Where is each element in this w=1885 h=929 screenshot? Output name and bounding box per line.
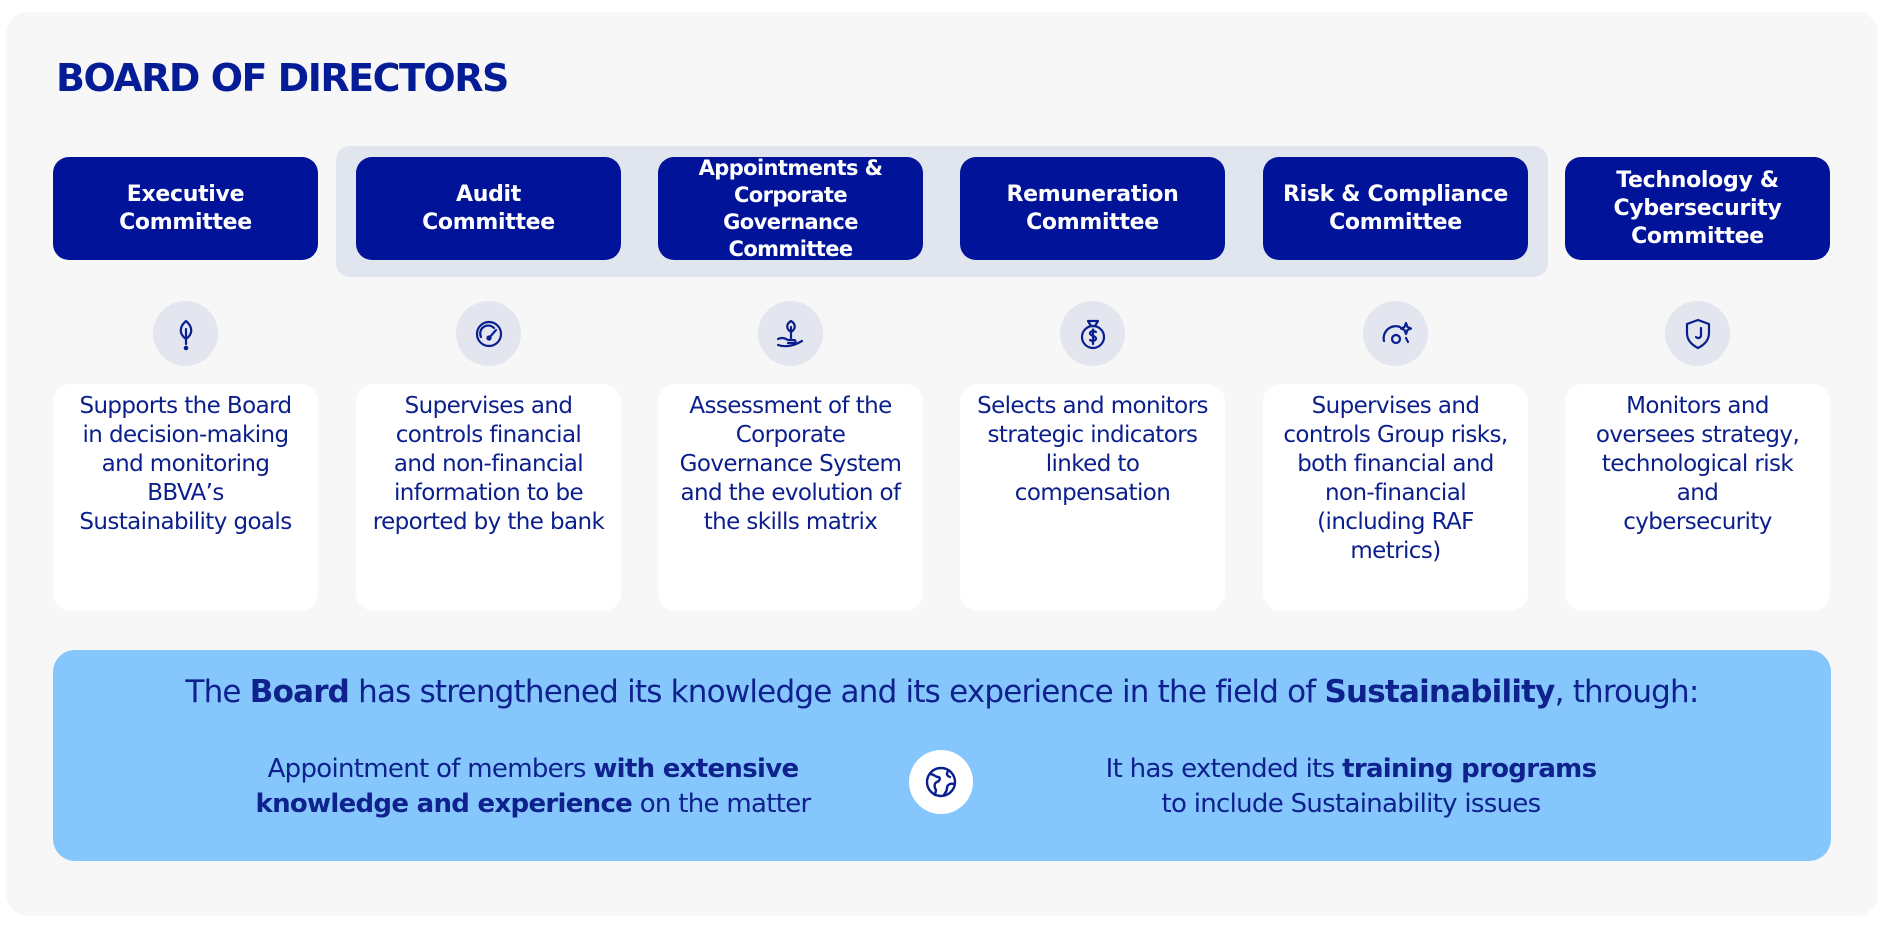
committee-name: Audit Committee xyxy=(422,181,555,235)
committee-name: Appointments & Corporate Governance Comm… xyxy=(698,155,883,261)
committee-header-executive: Executive Committee xyxy=(53,157,318,260)
committee-header-audit: Audit Committee xyxy=(356,157,621,260)
page-title: BOARD OF DIRECTORS xyxy=(56,56,509,100)
committee-description-executive: Supports the Board in decision-making an… xyxy=(53,384,318,611)
committee-header-technology: Technology & Cybersecurity Committee xyxy=(1565,157,1830,260)
gauge-icon xyxy=(456,301,521,366)
sprout-icon xyxy=(153,301,218,366)
sustainability-banner: The Board has strengthened its knowledge… xyxy=(53,650,1831,861)
training-programs-text: It has extended its training programs to… xyxy=(1105,754,1597,819)
sustainability-headline: The Board has strengthened its knowledge… xyxy=(185,674,1699,710)
committee-name: Executive Committee xyxy=(119,181,252,235)
committee-header-remuneration: Remuneration Committee xyxy=(960,157,1225,260)
committee-name: Remuneration Committee xyxy=(1006,181,1179,235)
committee-header-appointments: Appointments & Corporate Governance Comm… xyxy=(658,155,923,261)
committee-description-technology: Monitors and oversees strategy, technolo… xyxy=(1565,384,1830,611)
committee-header-risk-compliance: Risk & Compliance Committee xyxy=(1263,157,1528,260)
committee-name: Technology & Cybersecurity Committee xyxy=(1613,167,1782,249)
committee-description-remuneration: Selects and monitors strategic indicator… xyxy=(960,384,1225,611)
money-bag-icon xyxy=(1060,301,1125,366)
committee-description-appointments: Assessment of the Corporate Governance S… xyxy=(658,384,923,611)
globe-icon xyxy=(909,750,973,814)
committee-name: Risk & Compliance Committee xyxy=(1282,181,1509,235)
appointment-members-text: Appointment of members with extensive kn… xyxy=(255,754,811,819)
shield-icon xyxy=(1665,301,1730,366)
risk-gauge-icon xyxy=(1363,301,1428,366)
hand-plant-icon xyxy=(758,301,823,366)
committee-description-audit: Supervises and controls financial and no… xyxy=(356,384,621,611)
committee-description-risk-compliance: Supervises and controls Group risks, bot… xyxy=(1263,384,1528,611)
